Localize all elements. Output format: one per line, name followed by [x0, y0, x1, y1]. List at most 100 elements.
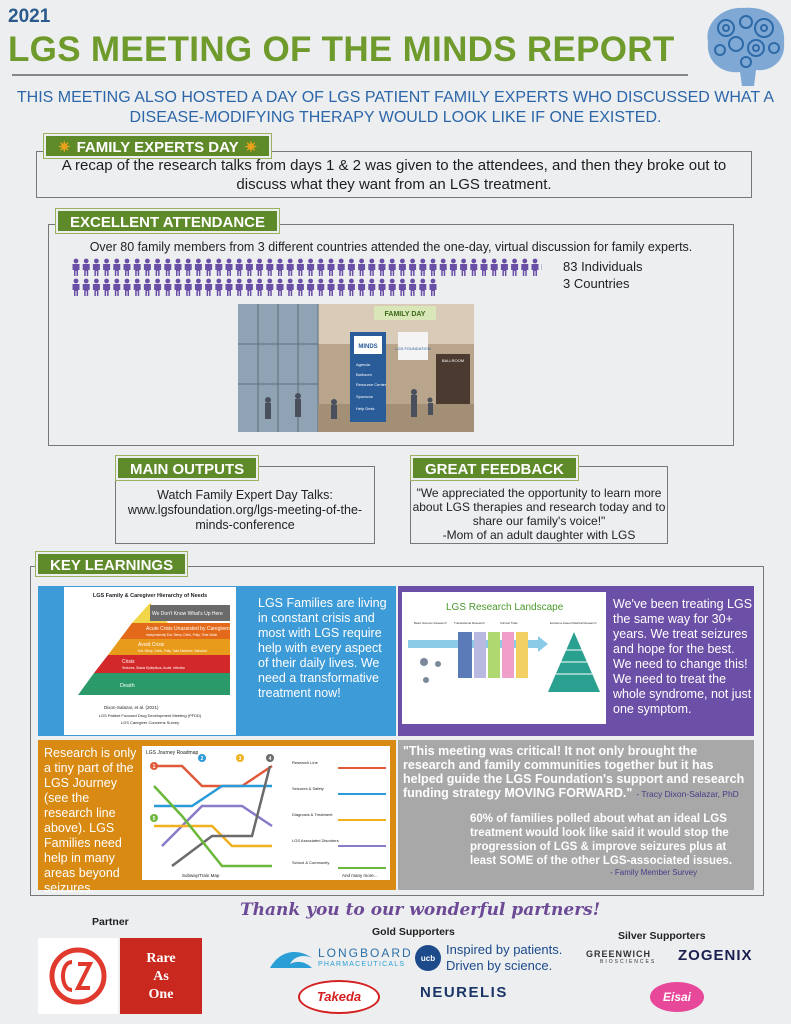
- research-landscape-diagram: LGS Research Landscape Basic Science Res…: [402, 592, 606, 724]
- person-icon: [235, 258, 243, 276]
- person-icon: [276, 278, 284, 296]
- ucb-logo-mark: ucb: [415, 945, 441, 971]
- main-outputs-tag: MAIN OUTPUTS: [116, 456, 259, 480]
- person-icon: [296, 258, 304, 276]
- person-icon: [368, 278, 376, 296]
- person-icon: [225, 278, 233, 296]
- person-icon: [358, 278, 366, 296]
- person-icon: [103, 258, 111, 276]
- person-icon: [398, 258, 406, 276]
- attendance-text: Over 80 family members from 3 different …: [89, 240, 693, 254]
- person-icon: [174, 258, 182, 276]
- needs-level-3-detail: Eat, Sleep, Drink, Potty, Take Medicine,…: [138, 649, 208, 653]
- person-icon: [307, 278, 315, 296]
- person-icon: [286, 278, 294, 296]
- person-icon: [72, 278, 80, 296]
- person-icon: [184, 258, 192, 276]
- report-year: 2021: [8, 6, 51, 27]
- main-outputs-link[interactable]: Watch Family Expert Day Talks: www.lgsfo…: [127, 488, 363, 532]
- hierarchy-of-needs-pyramid: LGS Family & Caregiver Hierarchy of Need…: [64, 587, 236, 735]
- person-icon: [276, 258, 284, 276]
- ucb-tagline-1: Inspired by patients.: [446, 942, 563, 957]
- person-icon: [368, 258, 376, 276]
- journey-station-4: 4: [269, 756, 272, 762]
- needs-citation-3: LGS Caregiver Concerns Survey: [121, 720, 179, 725]
- sparkle-icon: ✷: [244, 139, 258, 156]
- journey-title: LGS Journey Roadmap: [146, 750, 198, 756]
- family-experts-tag-label: FAMILY EXPERTS DAY: [76, 139, 239, 156]
- title-divider: [12, 74, 688, 76]
- person-icon: [256, 258, 264, 276]
- person-icon: [133, 258, 141, 276]
- person-icon: [123, 258, 131, 276]
- rare-as-one-logo: Rare As One: [120, 938, 202, 1014]
- person-icon: [521, 258, 529, 276]
- needs-level-3: Avoid Crisis: [138, 642, 165, 648]
- person-icon: [164, 278, 172, 296]
- tracy-quote: "This meeting was critical! It not only …: [403, 744, 748, 801]
- family-experts-box: [36, 151, 752, 198]
- person-icon: [92, 258, 100, 276]
- rao-word-2: As: [153, 969, 169, 984]
- tracy-quote-text: "This meeting was critical! It not only …: [403, 744, 745, 800]
- person-icon: [194, 258, 202, 276]
- survey-stat: 60% of families polled about what an ide…: [470, 813, 733, 867]
- person-icon: [245, 278, 253, 296]
- feedback-tag: GREAT FEEDBACK: [411, 456, 578, 480]
- person-icon: [143, 278, 151, 296]
- feedback-author: -Mom of an adult daughter with LGS: [442, 528, 636, 542]
- family-experts-text: A recap of the research talks from days …: [61, 157, 727, 193]
- person-icon: [358, 258, 366, 276]
- kiosk-menu-agenda: Agenda: [356, 362, 371, 367]
- person-icon: [317, 258, 325, 276]
- silver-supporters-label: Silver Supporters: [618, 930, 706, 942]
- person-icon: [92, 278, 100, 296]
- person-icon: [500, 258, 508, 276]
- person-icon: [337, 258, 345, 276]
- person-icon: [215, 278, 223, 296]
- journey-caption: Subway/Train Map: [182, 873, 220, 878]
- person-icon: [154, 258, 162, 276]
- person-icon: [347, 258, 355, 276]
- person-icon: [82, 278, 90, 296]
- person-icon: [143, 258, 151, 276]
- person-icon: [460, 258, 468, 276]
- meeting-subhead: THIS MEETING ALSO HOSTED A DAY OF LGS PA…: [16, 89, 775, 126]
- kiosk-menu-resource: Resource Center: [356, 382, 387, 387]
- kiosk-title: MINDS: [358, 344, 377, 350]
- thanks-heading: Thank you to our wonderful partners!: [240, 900, 601, 920]
- research-col-basic: Basic Science Research: [414, 621, 447, 625]
- feedback-content: "We appreciated the opportunity to learn…: [410, 486, 668, 542]
- kiosk-menu-ballroom: Ballroom: [356, 372, 372, 377]
- greenwich-name: GREENWICH: [586, 949, 651, 959]
- room-poster: LGS FOUNDATION: [395, 346, 430, 351]
- needs-level-2: Acute Crisis Unassisted by Caregivers: [146, 626, 232, 632]
- person-icon: [511, 258, 519, 276]
- gold-supporters-label: Gold Supporters: [372, 926, 455, 938]
- person-icon: [174, 278, 182, 296]
- journey-line-seizures: Seizures & Safety: [292, 786, 324, 791]
- needs-title: LGS Family & Caregiver Hierarchy of Need…: [93, 593, 207, 599]
- person-icon: [449, 258, 457, 276]
- needs-level-2-detail: Independently Eat, Sleep, Drink, Potty, …: [146, 633, 217, 637]
- person-icon: [235, 278, 243, 296]
- person-icon: [307, 258, 315, 276]
- lgs-journey-roadmap: LGS Journey Roadmap 1 2 3 4 5 Research L…: [142, 746, 390, 880]
- sparkle-icon: ✷: [58, 139, 71, 156]
- research-col-translational: Translational Research: [454, 621, 485, 625]
- person-icon: [317, 278, 325, 296]
- person-icon: [327, 278, 335, 296]
- room-door: BALLROOM: [442, 358, 464, 363]
- person-icon: [398, 278, 406, 296]
- journey-station-3: 3: [239, 756, 242, 762]
- tracy-quote-author: - Tracy Dixon-Salazar, PhD: [636, 789, 739, 799]
- person-icon: [225, 258, 233, 276]
- rao-word-1: Rare: [146, 951, 176, 966]
- journey-line-diagnosis: Diagnosis & Treatment: [292, 812, 333, 817]
- cz-logo: [38, 938, 118, 1014]
- journey-text: Research is only a tiny part of the LGS …: [44, 746, 137, 895]
- person-icon: [419, 258, 427, 276]
- journey-station-5: 5: [153, 816, 156, 822]
- person-icon: [164, 258, 172, 276]
- kiosk-menu-sponsors: Sponsors: [356, 394, 373, 399]
